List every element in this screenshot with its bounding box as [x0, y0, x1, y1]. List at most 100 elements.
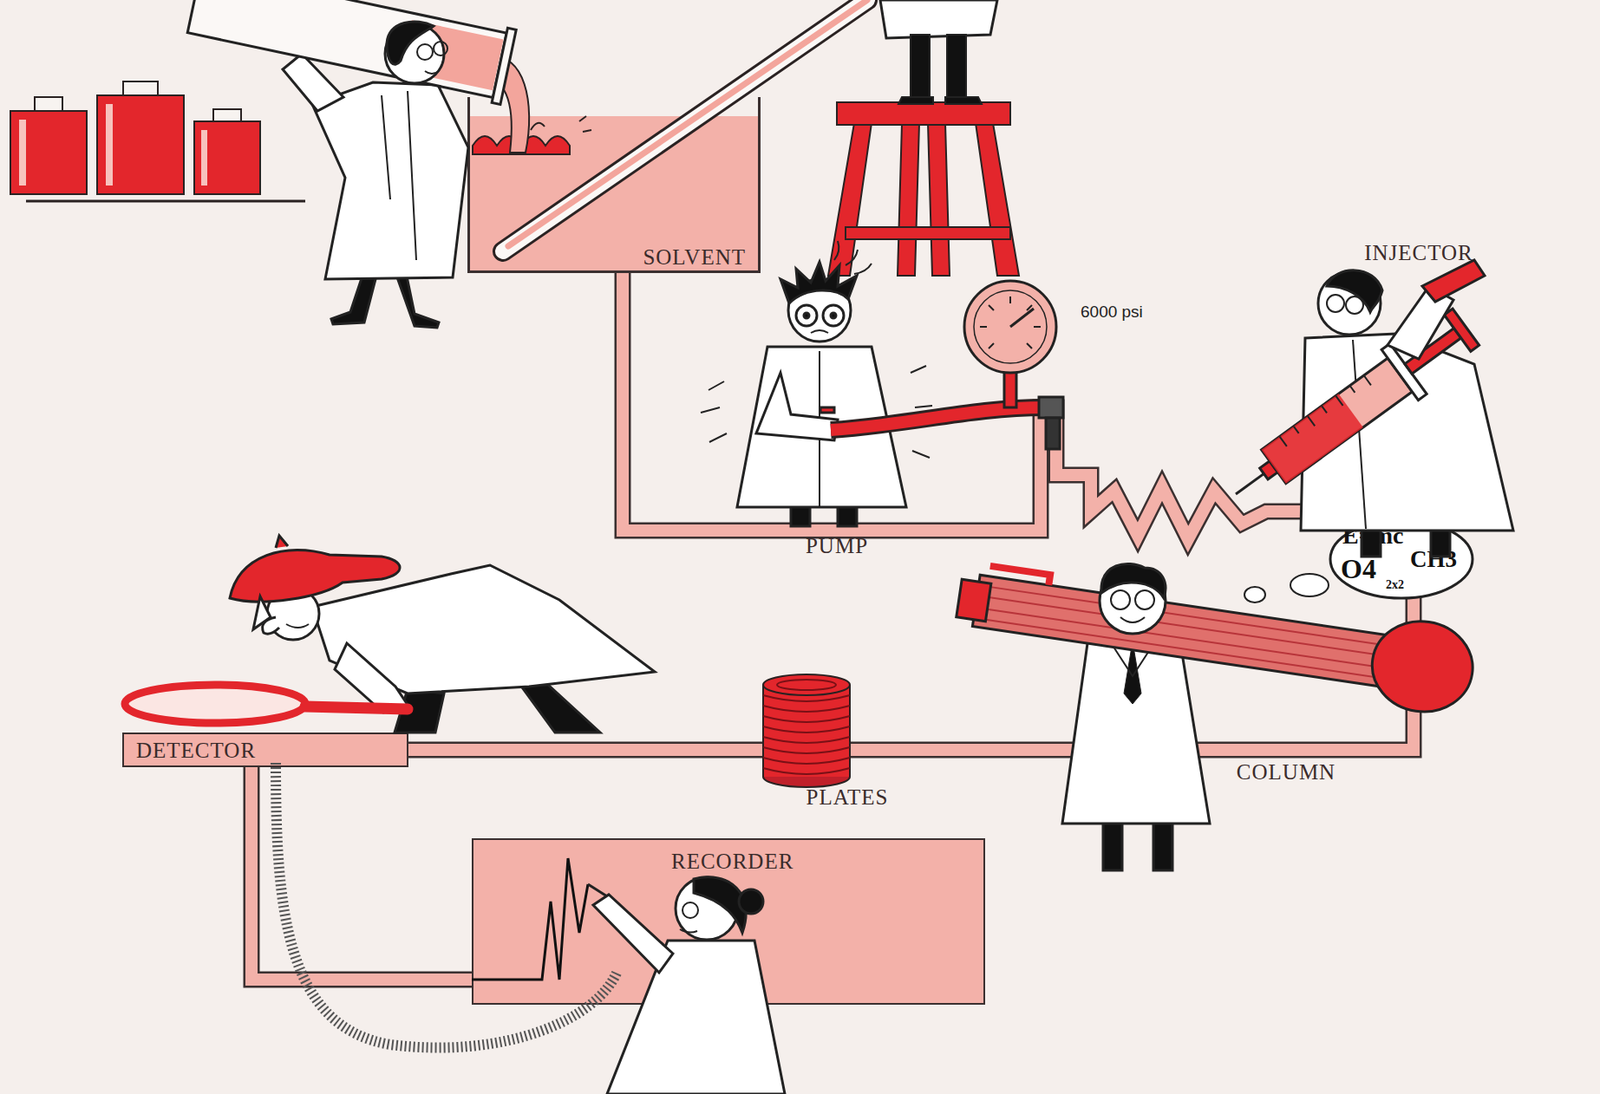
stool [836, 102, 1011, 125]
pump-operator [780, 261, 857, 304]
scientist-on-stool [910, 34, 930, 99]
scientist-pouring [433, 41, 448, 56]
column-carrier [1244, 587, 1266, 603]
reagent-bottles [213, 109, 242, 124]
pump-operator [700, 241, 1064, 527]
detector-detective [262, 617, 280, 634]
injector-operator [1422, 260, 1485, 302]
injector-operator [1430, 525, 1450, 557]
column-carrier [1110, 590, 1130, 610]
column-carrier [1062, 637, 1210, 824]
pump-operator [803, 313, 810, 319]
pump-operator [790, 505, 810, 527]
pump-operator [834, 241, 872, 275]
injector-operator [1217, 260, 1514, 557]
column-carrier [952, 554, 1479, 871]
column-carrier [988, 566, 1051, 586]
recorder-operator [679, 929, 698, 934]
detector-detective [305, 706, 408, 710]
column-carrier [952, 554, 1479, 719]
plates-stack [763, 674, 850, 696]
pump-operator [830, 407, 1045, 431]
detector-detective [267, 587, 320, 640]
pump-operator [818, 351, 821, 508]
node-text: E=mc [1342, 523, 1404, 549]
pump-operator [964, 280, 1057, 373]
pump-operator [830, 407, 1045, 431]
column-carrier [973, 585, 1425, 685]
pump-operator [973, 290, 1047, 364]
injector-operator [1326, 294, 1345, 313]
injector-operator [1235, 471, 1267, 495]
scientist-pouring [381, 91, 417, 261]
detector-detective [124, 685, 306, 724]
node-text: CH3 [1410, 548, 1457, 572]
stirring-rod [508, 0, 868, 247]
pipe-outline [251, 767, 472, 980]
injector-operator [1261, 358, 1413, 484]
pump-operator [822, 305, 844, 327]
detector-detective [520, 685, 601, 733]
column-carrier [972, 574, 1426, 693]
reagent-bottles [123, 81, 158, 98]
recorder-operator [693, 877, 746, 934]
solvent-splash [472, 136, 570, 155]
scientist-pouring [385, 24, 445, 84]
injector-operator [1326, 270, 1383, 313]
solvent-splash [579, 116, 592, 132]
detector-detective [394, 689, 445, 733]
scientist-pouring [397, 272, 439, 328]
stool [828, 102, 1019, 276]
recorder-trace [471, 858, 588, 980]
node-text: O4 [1340, 555, 1377, 583]
pump-operator [796, 305, 817, 327]
plates-stack [777, 679, 836, 691]
solvent-splash [530, 123, 545, 131]
pump-operator [700, 365, 933, 458]
pump-operator [1004, 369, 1017, 408]
scientist-on-stool [880, 0, 998, 39]
bubble-outline [1330, 520, 1473, 599]
detector-detective [286, 624, 309, 628]
scientist-pouring [400, 19, 503, 91]
reagent-bottles [97, 95, 184, 195]
injector-operator [1300, 333, 1514, 531]
stool [975, 123, 1019, 276]
detector-detective [124, 535, 655, 733]
column-carrier [1120, 617, 1145, 623]
solvent-splash [472, 57, 592, 155]
pump-operator [830, 313, 836, 319]
solvent-tank: SOLVENT [467, 97, 761, 274]
column-carrier [1365, 614, 1479, 719]
recorder-operator [607, 940, 785, 1094]
plates-label: PLATES [806, 785, 889, 810]
pump-operator [788, 279, 851, 342]
scientist-on-stool [945, 97, 982, 105]
pump-operator [756, 372, 838, 441]
column-carrier [1101, 563, 1166, 599]
injector-operator [1261, 393, 1364, 484]
scientist-pouring [424, 71, 439, 74]
stirring-rod [502, 0, 868, 252]
detector-detective [275, 535, 288, 549]
stool [845, 227, 1011, 240]
injector-operator [1318, 272, 1381, 335]
pump-operator [810, 330, 829, 334]
column-carrier [1153, 822, 1173, 871]
injector-operator [1217, 301, 1485, 520]
stirring-rod [502, 0, 868, 252]
column-carrier [1123, 641, 1142, 705]
detector-detective [229, 549, 400, 602]
plates-stack [763, 766, 850, 788]
detector-cable [275, 763, 618, 1049]
recorder-operator [587, 877, 785, 1094]
stirring-rod [502, 0, 868, 252]
column-carrier [1135, 590, 1155, 610]
recorder-operator [593, 894, 673, 974]
injector-operator [1352, 339, 1366, 529]
pump-operator [820, 407, 835, 413]
column-label: COLUMN [1236, 760, 1336, 785]
reagent-bottles [105, 104, 113, 186]
scientist-pouring [312, 82, 469, 280]
stool [828, 123, 872, 276]
